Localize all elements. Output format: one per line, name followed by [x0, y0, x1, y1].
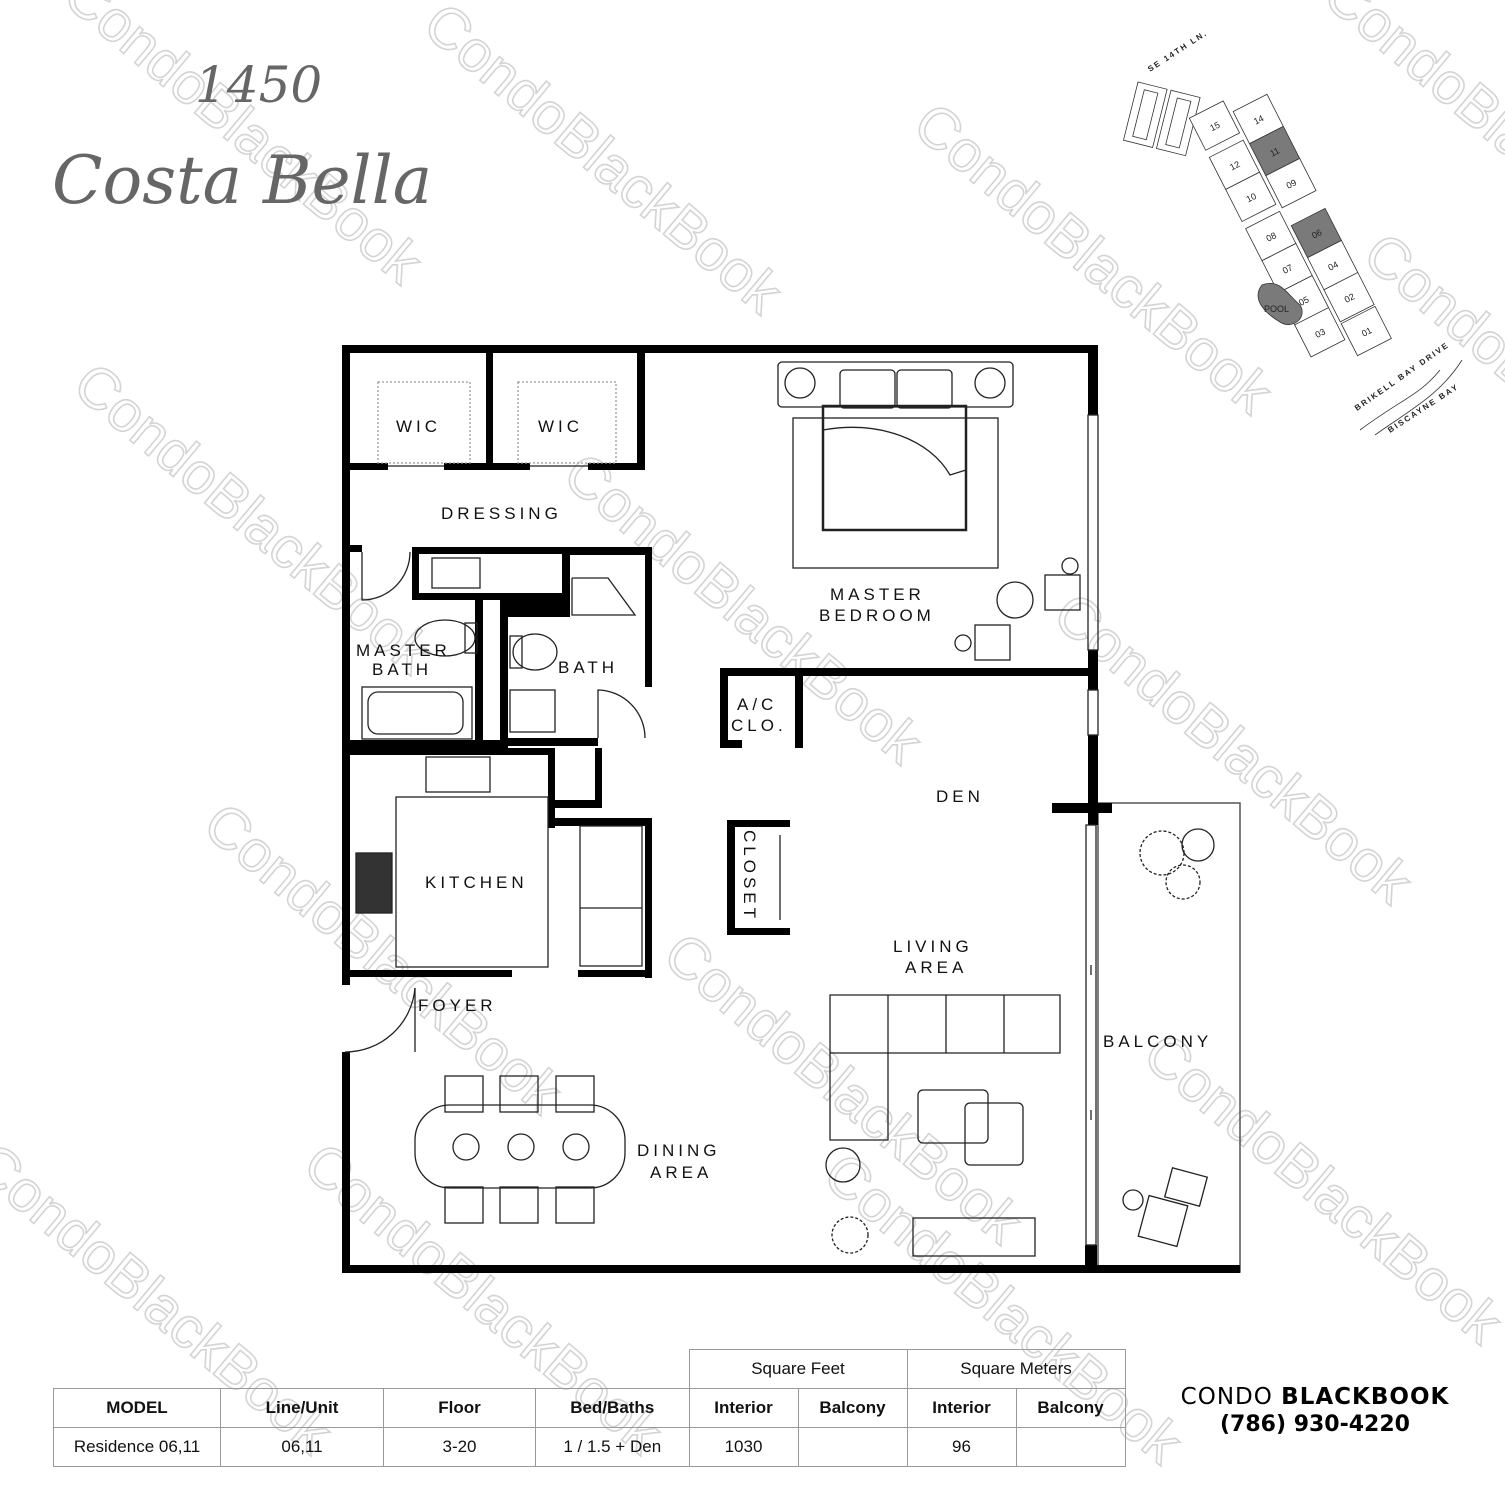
header-floor: Floor: [383, 1388, 536, 1428]
label-dining-2: AREA: [650, 1163, 712, 1182]
unit-label: 08: [1264, 230, 1277, 243]
cell-model: Residence 06,11: [53, 1427, 221, 1467]
pool-label: POOL: [1264, 304, 1289, 314]
unit-label-highlighted: 06: [1310, 227, 1323, 240]
unit-label: 02: [1343, 291, 1356, 304]
cell-floor: 3-20: [383, 1427, 536, 1467]
building-units: 15 14 12 11 10 09 08 07 06 05 04 03 02 0…: [1188, 93, 1392, 358]
cell-sqm-balcony: [1015, 1427, 1126, 1467]
label-wic-2: WIC: [538, 417, 583, 436]
cell-sqft-balcony: [797, 1427, 908, 1467]
unit-label: 14: [1252, 113, 1265, 126]
header-line-unit: Line/Unit: [220, 1388, 384, 1428]
cell-sqm-interior: 96: [906, 1427, 1017, 1467]
parking-structure: [1122, 81, 1201, 157]
title-name: Costa Bella: [52, 142, 432, 219]
brand-block: CONDO BLACKBOOK (786) 930-4220: [1140, 1384, 1490, 1437]
header-model: MODEL: [53, 1388, 221, 1428]
unit-label-highlighted: 11: [1268, 146, 1281, 159]
shoreline: [1359, 359, 1463, 436]
label-den: DEN: [936, 787, 984, 806]
pool-shape: [1257, 283, 1303, 325]
label-ac-2: CLO.: [731, 716, 787, 735]
unit-label: 07: [1281, 262, 1294, 275]
label-living-1: LIVING: [893, 937, 973, 956]
header-bed-baths: Bed/Baths: [535, 1388, 690, 1428]
label-master-bath-1: MASTER: [356, 641, 451, 660]
unit-label: 01: [1360, 325, 1373, 338]
label-ac-1: A/C: [737, 695, 777, 714]
brand-name-a: CONDO: [1180, 1384, 1282, 1410]
title-number: 1450: [195, 56, 322, 114]
label-master-bedroom-2: BEDROOM: [819, 606, 935, 625]
label-master-bedroom-1: MASTER: [830, 585, 925, 604]
cell-sqft-interior: 1030: [688, 1427, 799, 1467]
label-foyer: FOYER: [418, 996, 497, 1015]
group-square-feet: Square Feet: [688, 1349, 908, 1389]
header-sqm-interior: Interior: [906, 1388, 1017, 1428]
walls: [342, 345, 1240, 1273]
group-square-meters: Square Meters: [906, 1349, 1126, 1389]
header-sqft-interior: Interior: [688, 1388, 799, 1428]
label-bath: BATH: [558, 658, 618, 677]
unit-label: 03: [1314, 326, 1327, 339]
header-sqft-balcony: Balcony: [797, 1388, 908, 1428]
fixtures: [344, 361, 1215, 1257]
header-sqm-balcony: Balcony: [1015, 1388, 1126, 1428]
watermark: CondoBlackBook: [412, 0, 795, 327]
label-dressing: DRESSING: [441, 504, 562, 523]
unit-label: 15: [1208, 120, 1221, 133]
cell-bed-baths: 1 / 1.5 + Den: [535, 1427, 690, 1467]
unit-label: 09: [1285, 177, 1298, 190]
label-balcony: BALCONY: [1103, 1032, 1212, 1051]
label-kitchen: KITCHEN: [425, 873, 528, 892]
watermark: CondoBlackBook: [1352, 220, 1505, 556]
table-row: Residence 06,11 06,11 3-20 1 / 1.5 + Den…: [53, 1427, 1126, 1467]
room-labels: WIC WIC DRESSING MASTER BEDROOM MASTER B…: [356, 417, 1212, 1182]
label-closet: CLOSET: [740, 830, 759, 922]
spec-table: Square Feet Square Meters MODEL Line/Uni…: [53, 1349, 1126, 1467]
watermark: CondoBlackBook: [1132, 1020, 1505, 1356]
label-master-bath-2: BATH: [372, 660, 432, 679]
water-label: BISCAYNE BAY: [1386, 382, 1460, 435]
label-dining-1: DINING: [637, 1141, 721, 1160]
watermark: CondoBlackBook: [1042, 580, 1425, 916]
unit-label: 12: [1228, 159, 1241, 172]
cell-line-unit: 06,11: [220, 1427, 384, 1467]
label-wic-1: WIC: [396, 417, 441, 436]
watermark: CondoBlackBook: [62, 350, 445, 686]
brand-phone: (786) 930-4220: [1220, 1412, 1410, 1437]
unit-label: 05: [1297, 294, 1310, 307]
label-living-2: AREA: [905, 958, 967, 977]
unit-label: 10: [1245, 191, 1258, 204]
unit-label: 04: [1326, 259, 1339, 272]
brand-name-b: BLACKBOOK: [1281, 1384, 1450, 1410]
street-top: SE 14TH LN.: [1146, 28, 1209, 73]
